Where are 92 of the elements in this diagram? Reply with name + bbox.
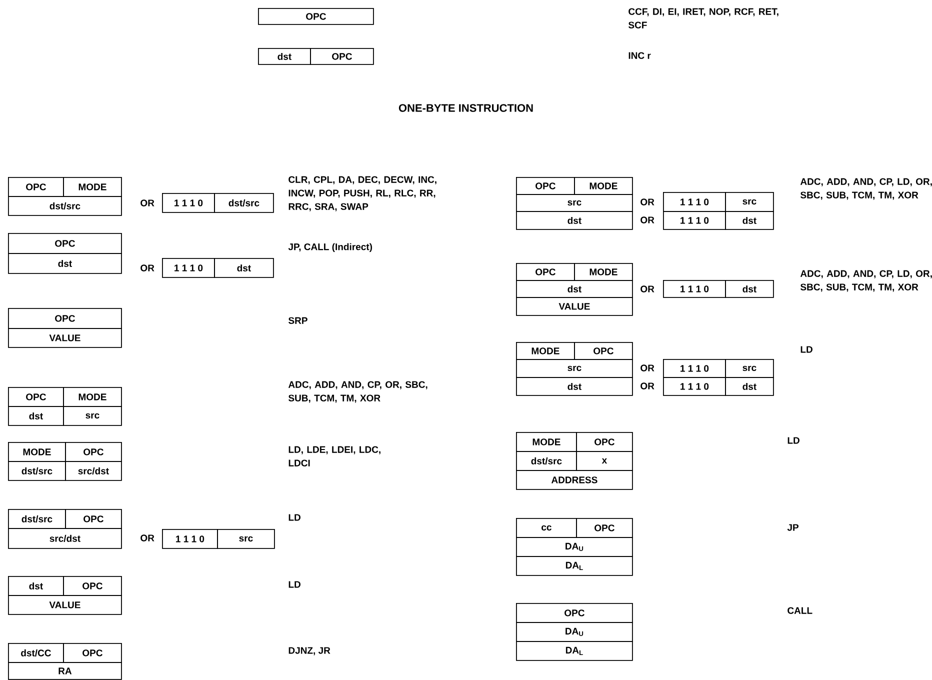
field-cell: OPC xyxy=(8,177,64,197)
field-cell: 1 1 1 0 xyxy=(663,211,726,230)
field-cell: dst/src xyxy=(516,451,577,471)
field-cell: src xyxy=(725,192,774,212)
field-cell: 1 1 1 0 xyxy=(162,193,215,213)
field-cell: OPC xyxy=(65,442,122,462)
field-cell: OPC xyxy=(516,603,633,623)
field-cell: OPC xyxy=(63,643,122,663)
field-cell: dst xyxy=(725,280,774,298)
field-cell: dst xyxy=(214,258,274,278)
instruction-list: LD, LDE, LDEI, LDC, LDCI xyxy=(288,446,380,466)
field-cell: OPC xyxy=(8,233,122,254)
field-cell: 1 1 1 0 xyxy=(663,359,726,378)
field-cell: dst/src xyxy=(8,196,122,216)
field-cell: x xyxy=(576,451,633,471)
field-cell: DA$_{U}$ xyxy=(516,537,633,557)
instruction-list: ADC, ADD, AND, CP, LD, OR, SBC, SUB, TCM, TM, XOR xyxy=(800,270,932,292)
field-cell: OPC xyxy=(63,576,122,596)
field-cell: OPC xyxy=(576,518,633,538)
instruction-list: CALL xyxy=(788,607,812,614)
field-cell: OPC xyxy=(65,509,122,529)
or-label: OR xyxy=(140,534,154,542)
instruction-list: JP, CALL (Indirect) xyxy=(288,243,372,252)
field-cell: dst xyxy=(258,48,311,65)
field-cell: 1 1 1 0 xyxy=(663,192,726,212)
instruction-list: LD xyxy=(800,346,812,353)
field-cell: src xyxy=(516,194,633,212)
field-cell: VALUE xyxy=(8,328,122,348)
field-cell: ADDRESS xyxy=(516,470,633,490)
field-cell: MODE xyxy=(63,387,122,407)
field-cell: dst xyxy=(8,576,64,596)
instruction-list: ADC, ADD, AND, CP, LD, OR, SBC, SUB, TCM, TM, XOR xyxy=(800,178,932,200)
field-cell: 1 1 1 0 xyxy=(663,280,726,298)
field-cell: DA$_{U}$ xyxy=(516,622,633,642)
instruction-list: CCF, DI, EI, IRET, NOP, RCF, RET, SCF xyxy=(628,8,778,28)
field-cell: OPC xyxy=(516,177,575,195)
field-cell: dst xyxy=(8,253,122,274)
field-cell: DA$_{L}$ xyxy=(516,641,633,661)
instruction-list: LD xyxy=(288,514,300,521)
field-cell: OPC xyxy=(8,308,122,329)
field-cell: 1 1 1 0 xyxy=(162,258,215,278)
field-cell: OPC xyxy=(574,342,633,360)
or-label: OR xyxy=(640,364,654,372)
field-cell: dst/src xyxy=(214,193,274,213)
field-cell: src/dst xyxy=(65,461,122,481)
field-cell: dst/CC xyxy=(8,643,64,663)
field-cell: MODE xyxy=(574,263,633,281)
or-label: OR xyxy=(640,286,654,292)
field-cell: OPC xyxy=(516,263,575,281)
field-cell: MODE xyxy=(8,442,66,462)
instruction-list: INC r xyxy=(628,52,651,59)
field-cell: MODE xyxy=(574,177,633,195)
field-cell: 1 1 1 0 xyxy=(663,377,726,396)
field-cell: DA$_{L}$ xyxy=(516,556,633,576)
field-cell: 1 1 1 0 xyxy=(162,529,218,549)
or-label: OR xyxy=(140,264,154,272)
field-cell: RA xyxy=(8,662,122,680)
instruction-list: LD xyxy=(788,437,800,444)
instruction-list: DJNZ, JR xyxy=(288,647,330,656)
field-cell: dst xyxy=(725,377,774,396)
field-cell: MODE xyxy=(63,177,122,197)
field-cell: src xyxy=(725,359,774,378)
or-label: OR xyxy=(140,200,154,206)
instruction-list: LD xyxy=(288,581,300,588)
or-label: OR xyxy=(640,216,654,224)
field-cell: src xyxy=(63,406,122,426)
instruction-list: CLR, CPL, DA, DEC, DECW, INC, INCW, POP, PUSH, RL, RLC, RR, RRC, SRA, SWAP xyxy=(288,176,436,212)
field-cell: VALUE xyxy=(8,595,122,615)
instruction-list: JP xyxy=(787,524,798,531)
instruction-list: ADC, ADD, AND, CP, OR, SBC, SUB, TCM, TM, XOR xyxy=(288,381,428,403)
or-label: OR xyxy=(640,382,654,390)
instruction-list: SRP xyxy=(288,317,308,324)
field-cell: dst/src xyxy=(8,509,66,529)
or-label: OR xyxy=(640,198,654,206)
field-cell: dst xyxy=(725,211,774,230)
field-cell: OPC xyxy=(576,432,633,452)
field-cell: MODE xyxy=(516,342,575,360)
field-cell: dst/src xyxy=(8,461,66,481)
field-cell: src/dst xyxy=(8,528,122,549)
field-cell: OPC xyxy=(8,387,64,407)
field-cell: src xyxy=(516,359,633,378)
field-cell: dst xyxy=(516,377,633,396)
field-cell: dst xyxy=(516,280,633,298)
field-cell: src xyxy=(217,529,275,549)
field-cell: VALUE xyxy=(516,297,633,316)
section-heading: ONE-BYTE INSTRUCTION xyxy=(398,104,533,112)
field-cell: OPC xyxy=(258,8,374,25)
field-cell: cc xyxy=(516,518,577,538)
field-cell: OPC xyxy=(310,48,374,65)
field-cell: dst xyxy=(516,211,633,230)
field-cell: dst xyxy=(8,406,64,426)
field-cell: MODE xyxy=(516,432,577,452)
